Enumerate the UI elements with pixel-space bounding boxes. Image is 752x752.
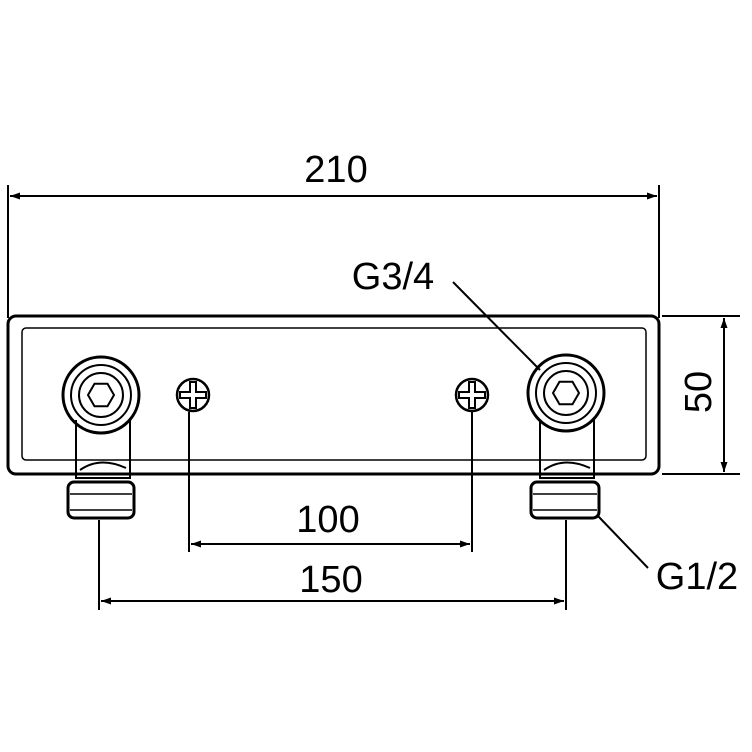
outlet-spacing-label: 150 xyxy=(299,559,362,601)
left-outlet xyxy=(61,355,141,520)
left-screw xyxy=(175,377,211,413)
top-connection-label: G3/4 xyxy=(352,256,434,298)
bottom-connection-label: G1/2 xyxy=(656,556,738,598)
screw-spacing-label: 100 xyxy=(296,499,359,541)
height-dimension: 50 xyxy=(662,315,740,475)
top-connection-callout: G3/4 xyxy=(352,256,541,371)
right-screw xyxy=(454,377,490,413)
bracket-body xyxy=(6,314,661,476)
overall-width-dimension: 210 xyxy=(7,149,660,318)
right-outlet xyxy=(526,353,606,520)
height-label: 50 xyxy=(678,371,720,413)
outlet-spacing-dimension: 150 xyxy=(98,520,567,610)
overall-width-label: 210 xyxy=(304,149,367,191)
bottom-connection-callout: G1/2 xyxy=(597,515,738,598)
screw-spacing-dimension: 100 xyxy=(188,412,473,552)
